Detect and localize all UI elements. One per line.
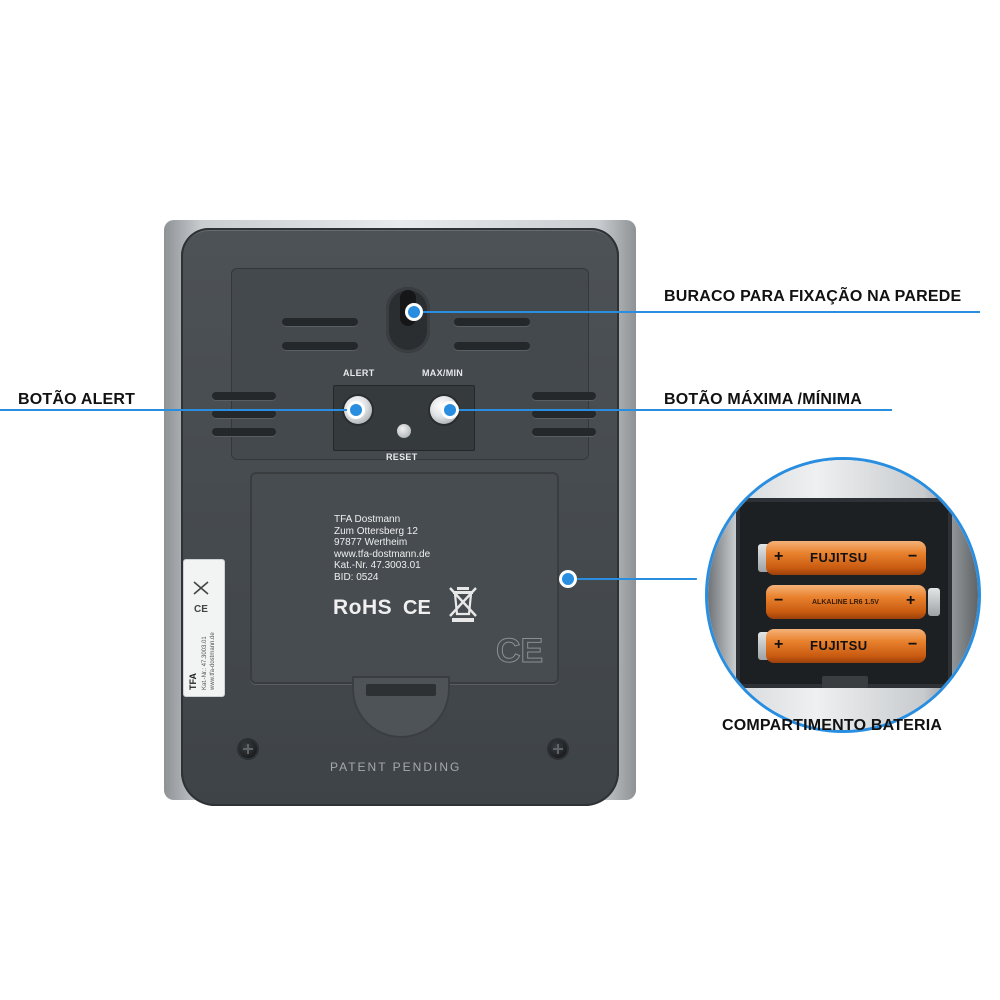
manufacturer-info: TFA Dostmann Zum Ottersberg 12 97877 Wer… xyxy=(334,514,430,584)
battery-contact xyxy=(928,588,940,616)
maxmin-label: MAX/MIN xyxy=(422,368,464,378)
alert-label: ALERT xyxy=(343,368,375,378)
weee-bin-icon xyxy=(449,587,477,622)
callout-wall-hole: BURACO PARA FIXAÇÃO NA PAREDE xyxy=(664,288,962,305)
callout-line-battery xyxy=(568,578,714,580)
ce-mark: CE xyxy=(403,597,431,619)
vent-slot xyxy=(212,392,276,400)
ce-embossed-mark: CE xyxy=(495,632,544,671)
vent-slot xyxy=(454,318,530,326)
info-line: Zum Ottersberg 12 xyxy=(334,525,418,537)
callout-line-wall-hole xyxy=(414,311,980,313)
reset-button[interactable] xyxy=(397,424,411,438)
callout-line-alert xyxy=(0,409,356,411)
vent-slot xyxy=(282,318,358,326)
info-line: Kat.-Nr. 47.3003.01 xyxy=(334,560,421,572)
vent-slot xyxy=(212,428,276,436)
battery-cover[interactable] xyxy=(250,472,559,684)
vent-slot xyxy=(282,342,358,350)
rohs-mark: RoHS xyxy=(333,596,393,619)
battery-brand: FUJITSU xyxy=(810,638,868,653)
callout-alert-button: BOTÃO ALERT xyxy=(18,391,136,408)
info-line: TFA Dostmann xyxy=(334,514,401,525)
screw-bottom-left xyxy=(239,740,257,758)
battery-spec: ALKALINE LR6 1.5V xyxy=(812,599,879,606)
vent-slot xyxy=(532,428,596,436)
sticker-line: Kat.-Nr.: 47.3003.01 xyxy=(202,636,208,690)
battery-3: + FUJITSU − xyxy=(766,629,926,663)
screw-bottom-right xyxy=(549,740,567,758)
callout-line-maxmin xyxy=(450,409,892,411)
callout-dot-battery xyxy=(562,573,574,585)
battery-brand: FUJITSU xyxy=(810,550,868,565)
battery-compartment-zoom: + FUJITSU − − ALKALINE LR6 1.5V + + FUJI… xyxy=(708,460,978,730)
callout-maxmin-button: BOTÃO MÁXIMA /MÍNIMA xyxy=(664,391,863,408)
minus-icon: − xyxy=(908,636,918,653)
minus-icon: − xyxy=(908,548,918,565)
plus-icon: + xyxy=(774,636,784,653)
reset-label: RESET xyxy=(386,452,418,462)
battery-2: − ALKALINE LR6 1.5V + xyxy=(766,585,926,619)
compartment-latch xyxy=(822,676,868,688)
vent-slot xyxy=(532,410,596,418)
vent-slot xyxy=(532,392,596,400)
callout-dot-alert xyxy=(350,404,362,416)
plus-icon: + xyxy=(774,548,784,565)
sticker-brand: TFA xyxy=(188,673,198,690)
side-sticker: TFA Kat.-Nr.: 47.3003.01 www.tfa-dostman… xyxy=(184,560,224,696)
battery-cover-notch xyxy=(366,684,436,696)
callout-dot-maxmin xyxy=(444,404,456,416)
callout-dot-wall-hole xyxy=(408,306,420,318)
plus-icon: + xyxy=(906,592,916,609)
patent-pending-text: PATENT PENDING xyxy=(330,760,462,774)
callout-battery-compartment: COMPARTIMENTO BATERIA xyxy=(722,717,943,734)
svg-text:CE: CE xyxy=(194,604,208,615)
info-line: 97877 Wertheim xyxy=(334,537,408,549)
battery-1: + FUJITSU − xyxy=(766,541,926,575)
vent-slot xyxy=(212,410,276,418)
battery-compartment: + FUJITSU − − ALKALINE LR6 1.5V + + FUJI… xyxy=(736,498,952,688)
info-line: www.tfa-dostmann.de xyxy=(334,548,431,560)
vent-slot xyxy=(454,342,530,350)
sticker-line: www.tfa-dostmann.de xyxy=(210,632,216,690)
info-line: BID: 0524 xyxy=(334,571,379,583)
minus-icon: − xyxy=(774,592,784,609)
sticker-symbols-icon: CE xyxy=(193,581,209,615)
